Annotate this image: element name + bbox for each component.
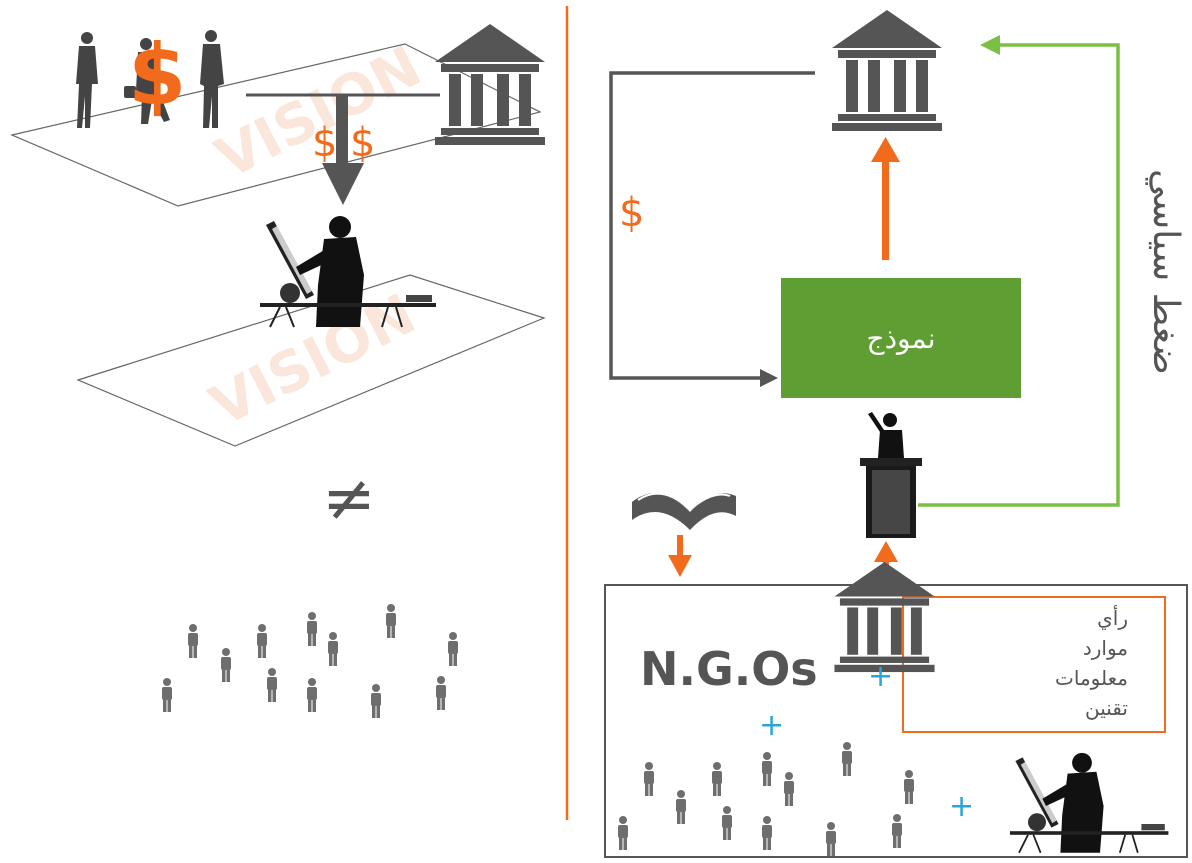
plus-sign-2: + xyxy=(759,708,784,743)
funding-dollar-label: $ xyxy=(619,190,644,236)
pressure-loop-arrowhead xyxy=(980,35,1000,55)
big-dollar-sign: $ xyxy=(128,26,186,124)
bank-icon-right xyxy=(832,10,942,131)
model-box xyxy=(781,278,1021,398)
pressure-loop-line xyxy=(918,43,1120,507)
resources-box xyxy=(902,596,1166,733)
ngo-label: N.G.Os xyxy=(640,642,818,696)
dollar-small-1: $ xyxy=(312,120,337,166)
resources-list: رأي موارد معلومات تقنين xyxy=(1055,605,1128,720)
funding-arrow-head xyxy=(322,163,364,205)
resource-legislation: تقنين xyxy=(1085,696,1128,720)
plus-sign-1: + xyxy=(868,659,893,694)
top-plane xyxy=(10,43,542,207)
left-crowd xyxy=(162,604,458,718)
speaker-icon xyxy=(860,412,922,538)
ngo-to-speaker-arrow-head xyxy=(874,541,898,562)
model-to-bank-arrow-shaft xyxy=(882,160,889,260)
model-label: نموذج xyxy=(867,322,936,356)
resource-opinion: رأي xyxy=(1097,605,1128,631)
pressure-label: ضغط سياسي xyxy=(1145,169,1186,375)
book-arrow-shaft xyxy=(677,535,683,555)
book-arrow-head xyxy=(668,555,692,577)
book-icon xyxy=(632,492,736,530)
model-to-bank-arrow-head xyxy=(871,137,900,162)
not-equal-symbol: ≠ xyxy=(322,462,376,536)
businessmen-icon xyxy=(76,30,224,128)
bottom-plane xyxy=(76,274,546,447)
funding-loop-arrowhead xyxy=(760,369,778,387)
funding-arrow-shaft xyxy=(336,95,348,165)
resource-resources: موارد xyxy=(1083,636,1128,660)
plus-sign-3: + xyxy=(949,789,974,824)
resource-information: معلومات xyxy=(1055,666,1128,690)
funding-loop-line xyxy=(609,71,815,380)
dollar-small-2: $ xyxy=(350,120,375,166)
